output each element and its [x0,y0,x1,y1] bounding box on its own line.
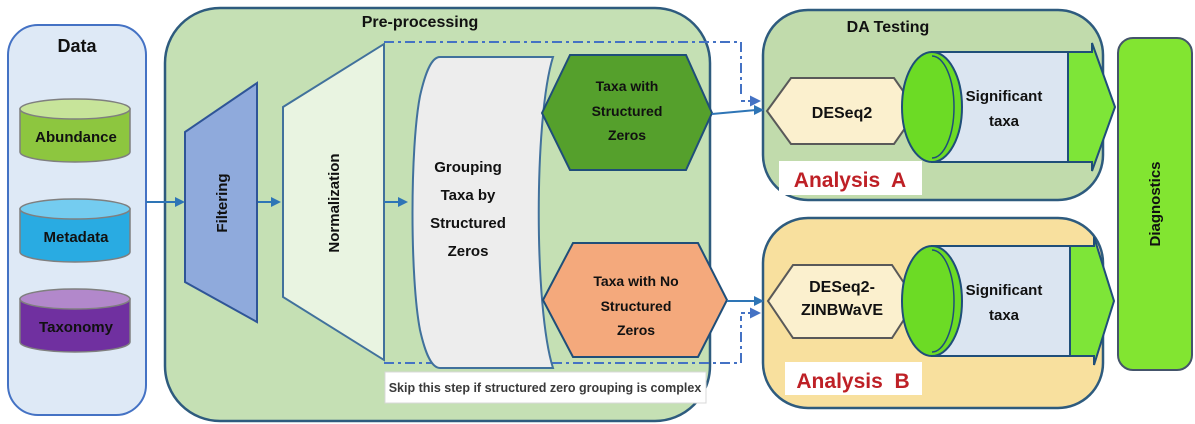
grouping-label-line4: Zeros [448,243,489,260]
structured-zeros-line2: Structured [592,103,663,119]
cylinder-b-inner-arc [931,249,955,353]
significant-taxa-cylinder-a: Significant taxa [901,42,1117,172]
skip-note [384,371,707,404]
deseq2-label: DESeq2 [812,105,873,122]
grouping-label-line2: Taxa by [441,187,496,204]
structured-zeros-line1: Taxa with [596,78,659,94]
dashdot-arrowhead-top [750,95,761,107]
metadata-cylinder: Metadata [19,198,131,263]
filtering-shape [184,81,258,324]
arrow-hex-to-deseq2 [711,109,757,115]
no-structured-zeros-line1: Taxa with No [593,273,678,289]
no-structured-zeros-label: Taxa with No Structured Zeros [593,273,678,338]
dashdot-arrowhead-bottom [750,307,761,319]
filtering-label: Filtering [214,173,231,232]
significant-taxa-b-line2: taxa [989,307,1020,324]
analysis-b-box [785,362,922,395]
grouping-label: Grouping Taxa by Structured Zeros [430,159,506,260]
diagnostics-box [1117,37,1193,371]
zinbwave-label-line1: DESeq2- [809,279,875,296]
analysis-a-label: Analysis A [794,169,906,192]
abundance-label: Abundance [35,129,117,146]
taxonomy-cylinder: Taxonomy [19,288,131,353]
no-structured-zeros-line2: Structured [601,298,672,314]
taxonomy-label: Taxonomy [39,319,114,336]
significant-taxa-b-line1: Significant [966,282,1043,299]
grouping-shape [411,56,555,369]
skip-note-text: Skip this step if structured zero groupi… [389,381,702,395]
preprocessing-title: Pre-processing [362,14,478,31]
no-structured-zeros-line3: Zeros [617,322,655,338]
structured-zeros-label: Taxa with Structured Zeros [592,78,663,143]
structured-zeros-line3: Zeros [608,127,646,143]
metadata-label: Metadata [43,229,109,246]
analysis-a-box [779,161,922,195]
da-testing-title: DA Testing [847,19,930,36]
grouping-label-line3: Structured [430,215,506,232]
flow-arrowheads [175,105,764,306]
cylinder-a-inner-arc [931,55,955,159]
diagnostics-label: Diagnostics [1147,161,1164,246]
significant-taxa-a-line1: Significant [966,88,1043,105]
zinbwave-label-line2: ZINBWaVE [801,302,883,319]
green-arrow-b [1069,236,1116,366]
dashdot-connector-top [384,41,742,98]
significant-taxa-cylinder-b: Significant taxa [901,236,1116,366]
normalization-label: Normalization [326,153,343,252]
abundance-cylinder: Abundance [19,98,131,163]
green-arrow-a [1067,42,1117,172]
normalization-shape [282,42,385,362]
data-panel-title: Data [57,36,97,56]
significant-taxa-a-line2: taxa [989,113,1020,130]
grouping-label-line1: Grouping [434,159,502,176]
analysis-b-label: Analysis B [796,370,909,393]
flow-arrows [146,109,757,302]
